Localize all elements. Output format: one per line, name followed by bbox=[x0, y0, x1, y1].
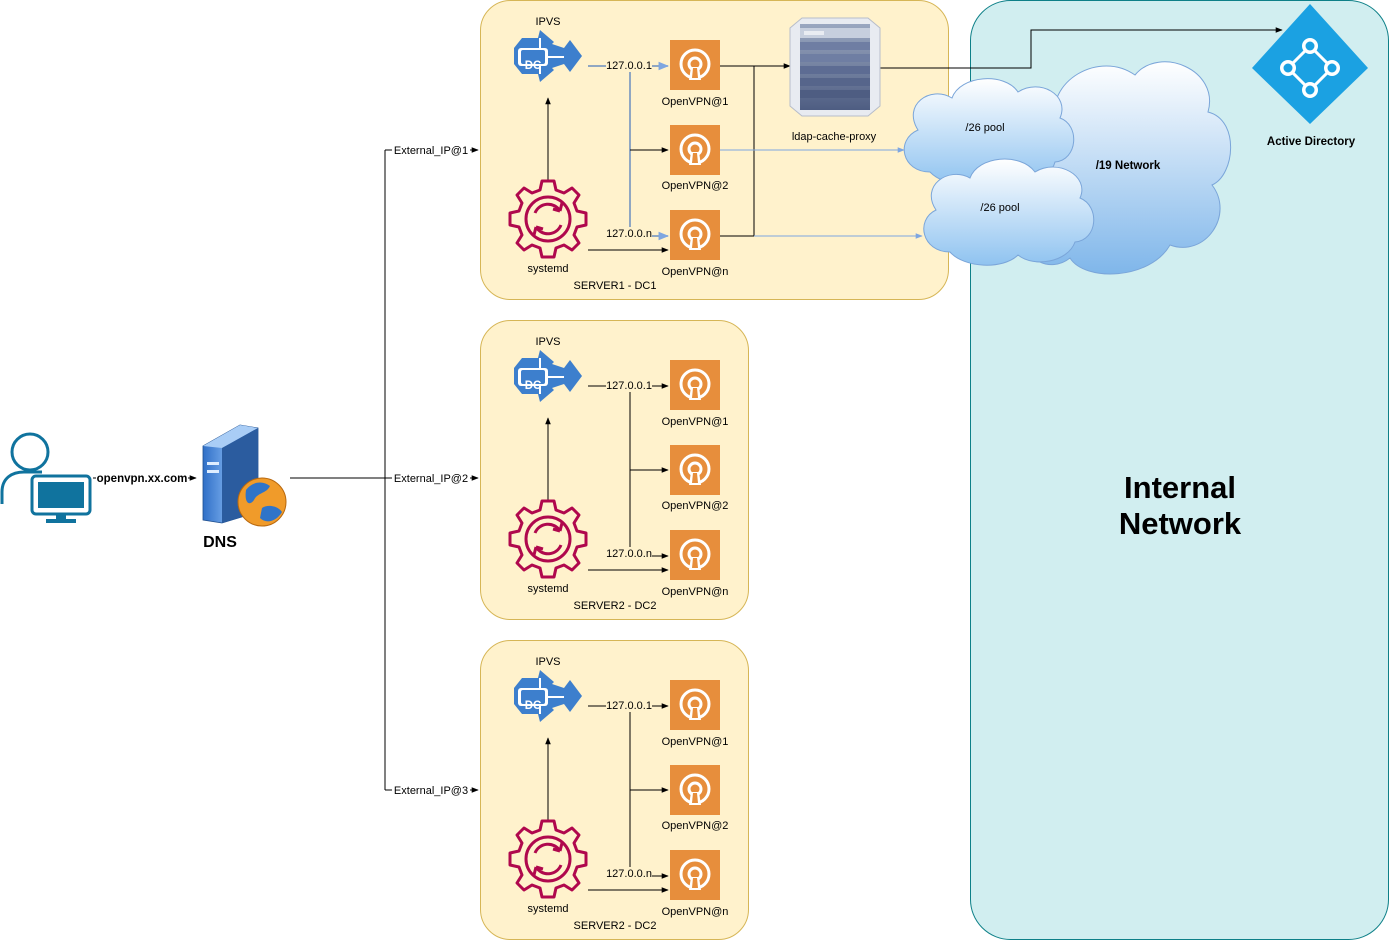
openvpn-icon bbox=[668, 358, 722, 412]
external-ip-2: External_IP@2 bbox=[394, 473, 468, 485]
ip-first-label: 127.0.0.1 bbox=[606, 700, 652, 712]
ipvs-label: IPVS bbox=[535, 336, 560, 348]
openvpn-label: OpenVPN@n bbox=[662, 586, 729, 598]
ip-first-label: 127.0.0.1 bbox=[606, 380, 652, 392]
server3: IPVS DC systemd 127.0.0.1 127.0.0.n Open… bbox=[508, 656, 729, 932]
ipvs-label: IPVS bbox=[535, 16, 560, 28]
systemd-label: systemd bbox=[528, 263, 569, 275]
pool-label-1: /26 pool bbox=[965, 122, 1004, 134]
pool-cloud-2 bbox=[923, 158, 1095, 266]
systemd-label: systemd bbox=[528, 583, 569, 595]
ipvs-badge: DC bbox=[525, 60, 542, 72]
internal-network-title-line1: Internal bbox=[1124, 470, 1236, 505]
external-ip-3: External_IP@3 bbox=[394, 785, 468, 797]
dns-label: DNS bbox=[203, 534, 237, 551]
ipvs-badge: DC bbox=[525, 700, 542, 712]
ip-last-label: 127.0.0.n bbox=[606, 228, 652, 240]
openvpn-label: OpenVPN@1 bbox=[662, 416, 729, 428]
external-ip-1: External_IP@1 bbox=[394, 145, 468, 157]
ip-first-label: 127.0.0.1 bbox=[606, 60, 652, 72]
dns-server-icon bbox=[202, 424, 287, 527]
active-directory-label: Active Directory bbox=[1267, 136, 1356, 148]
openvpn-label: OpenVPN@1 bbox=[662, 96, 729, 108]
network-19-label: /19 Network bbox=[1096, 160, 1161, 172]
ipvs-label: IPVS bbox=[535, 656, 560, 668]
active-directory-icon bbox=[1252, 4, 1368, 124]
server2: IPVS DC systemd 127.0.0.1 127.0.0.n Open… bbox=[508, 336, 729, 612]
openvpn-icon bbox=[668, 528, 722, 582]
ipvs-badge: DC bbox=[525, 380, 542, 392]
client-user-icon bbox=[0, 432, 92, 523]
ldap-cache-proxy-icon bbox=[789, 17, 881, 117]
pool-label-2: /26 pool bbox=[980, 202, 1019, 214]
openvpn-icon bbox=[668, 208, 722, 262]
ldap-cache-proxy-label: ldap-cache-proxy bbox=[792, 131, 877, 143]
openvpn-icon bbox=[668, 443, 722, 497]
openvpn-icon bbox=[668, 763, 722, 817]
openvpn-label: OpenVPN@n bbox=[662, 906, 729, 918]
server-label: SERVER2 - DC2 bbox=[574, 600, 657, 612]
openvpn-label: OpenVPN@1 bbox=[662, 736, 729, 748]
openvpn-icon bbox=[668, 848, 722, 902]
openvpn-label: OpenVPN@2 bbox=[662, 180, 729, 192]
server-label: SERVER2 - DC2 bbox=[574, 920, 657, 932]
openvpn-label: OpenVPN@2 bbox=[662, 500, 729, 512]
internal-network-title-line2: Network bbox=[1119, 506, 1242, 541]
server2-edges bbox=[545, 383, 669, 573]
openvpn-label: OpenVPN@2 bbox=[662, 820, 729, 832]
systemd-label: systemd bbox=[528, 903, 569, 915]
ip-last-label: 127.0.0.n bbox=[606, 868, 652, 880]
server-label: SERVER1 - DC1 bbox=[574, 280, 657, 292]
server1: IPVS DC systemd 127.0.0.1 127.0.0.n Open… bbox=[508, 16, 729, 292]
ip-last-label: 127.0.0.n bbox=[606, 548, 652, 560]
openvpn-icon bbox=[668, 38, 722, 92]
openvpn-icon bbox=[668, 678, 722, 732]
openvpn-label: OpenVPN@n bbox=[662, 266, 729, 278]
openvpn-icon bbox=[668, 123, 722, 177]
client-link-label: openvpn.xx.com bbox=[97, 473, 188, 485]
